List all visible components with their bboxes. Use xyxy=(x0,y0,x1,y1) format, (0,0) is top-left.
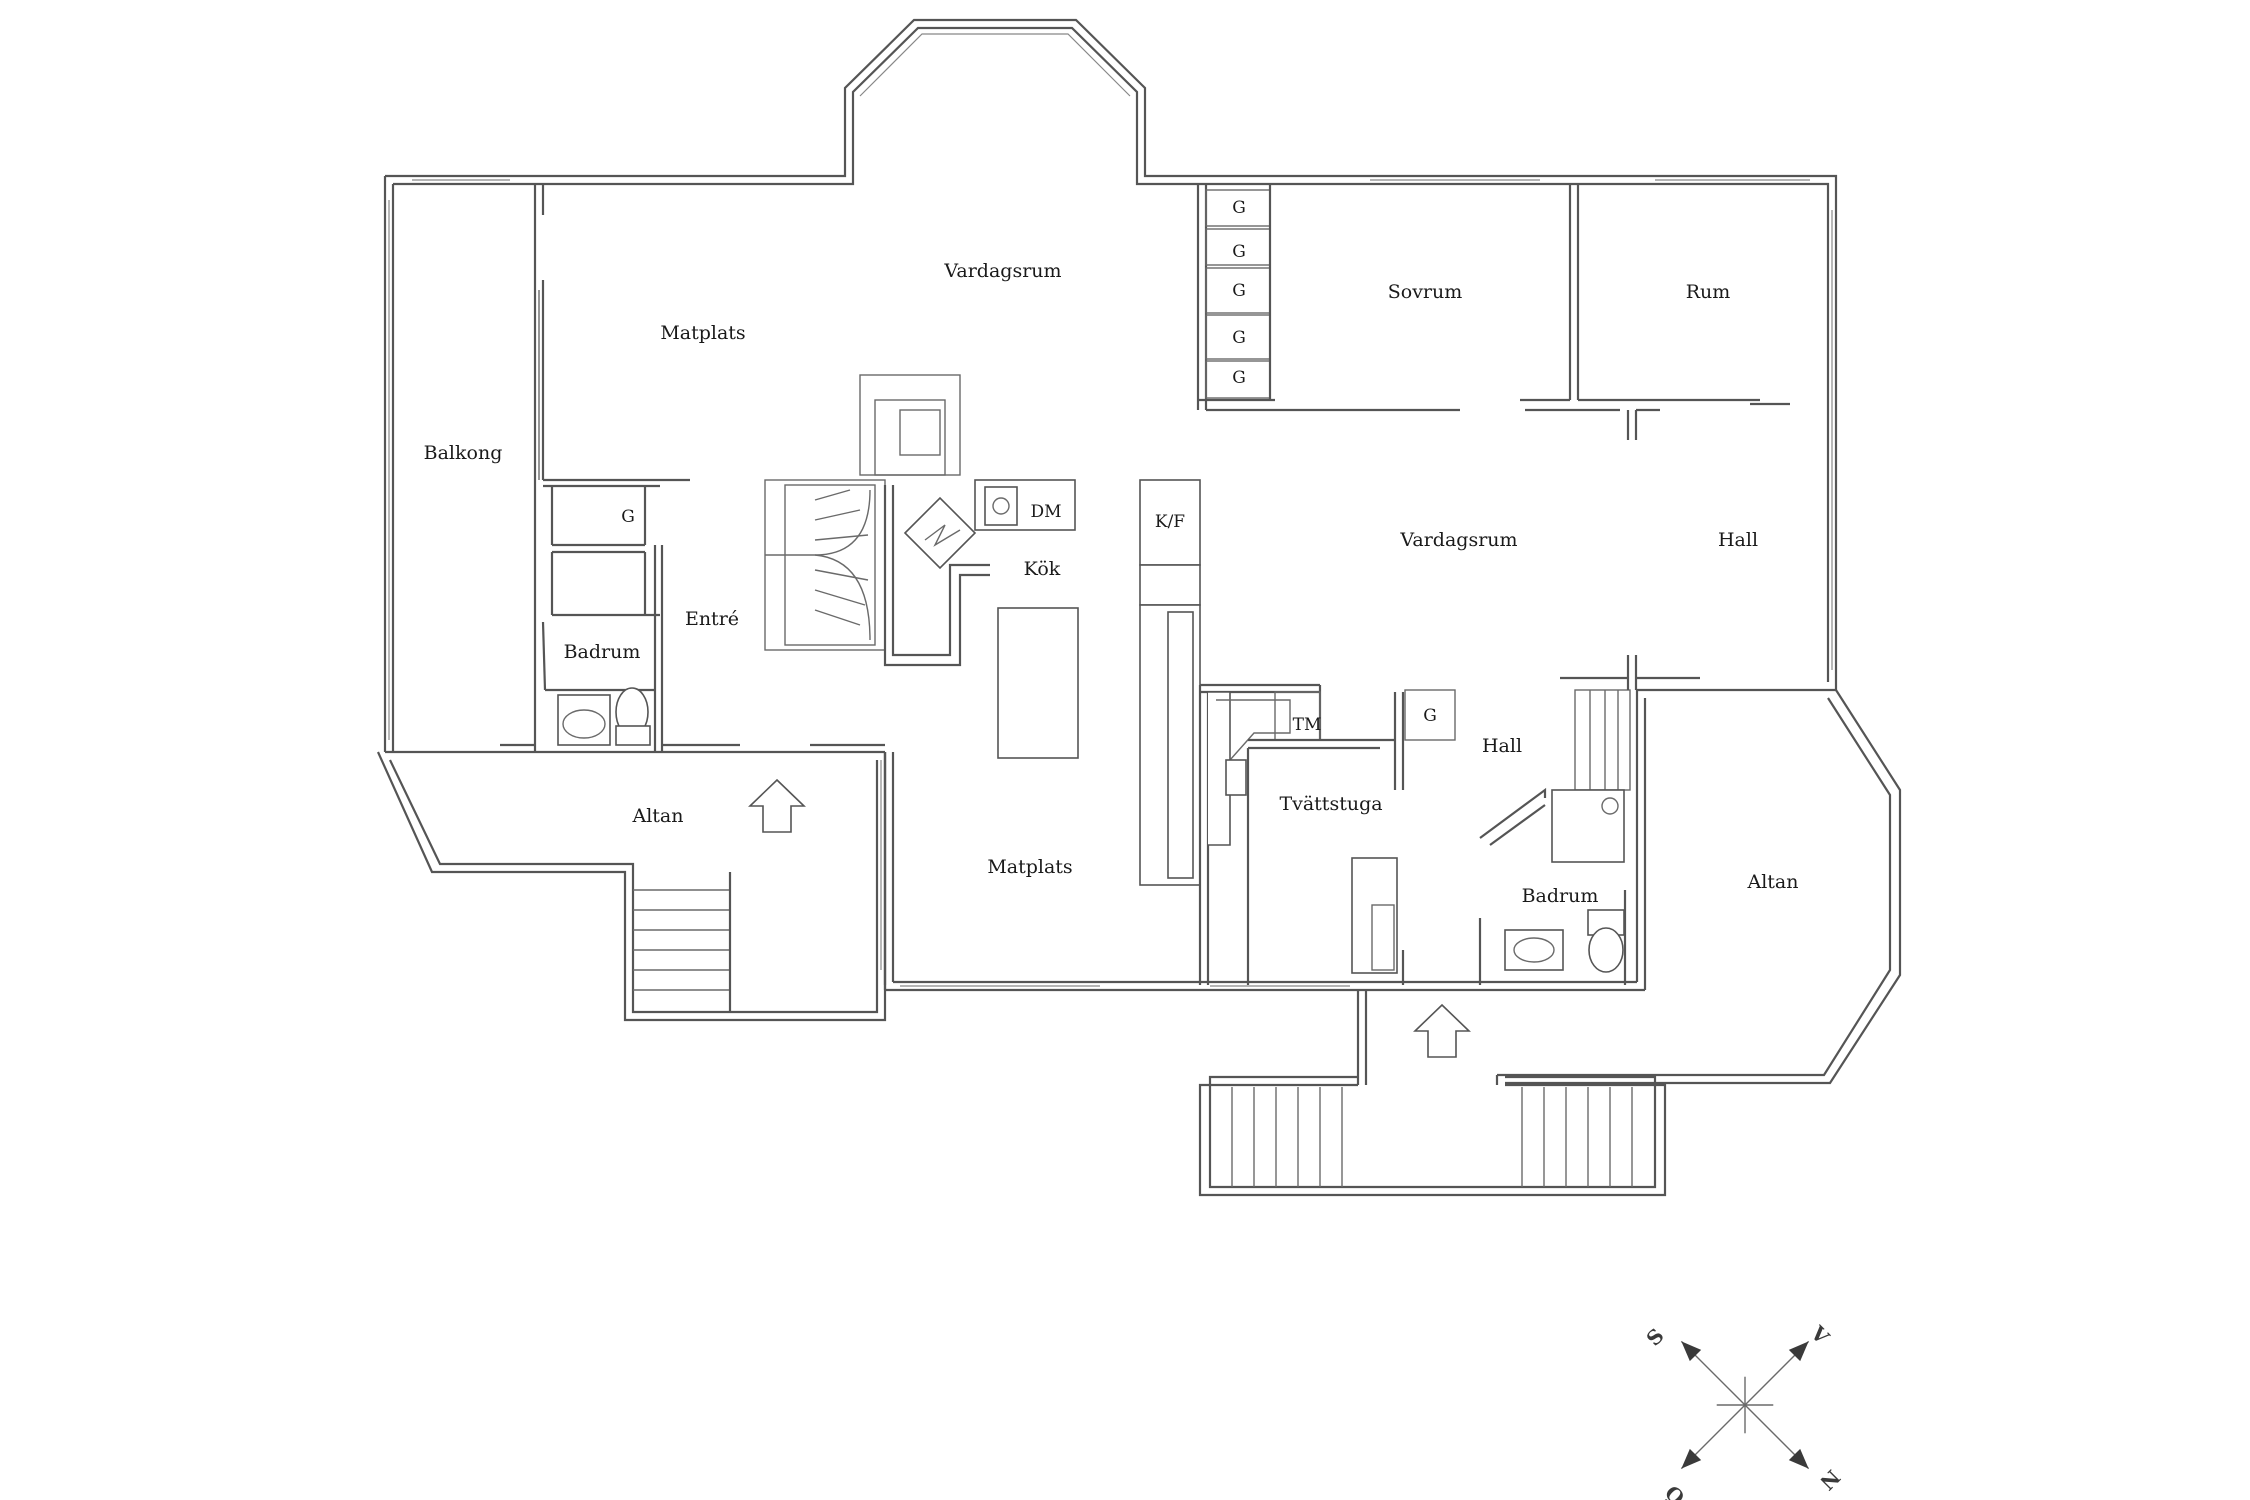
left-badrum-fixtures xyxy=(557,687,651,746)
label-matplats-upper: Matplats xyxy=(660,322,745,344)
front-steps xyxy=(633,872,1667,1197)
label-dryer: TM xyxy=(1293,715,1322,735)
label-vardagsrum-upper: Vardagsrum xyxy=(943,260,1061,282)
label-badrum-left: Badrum xyxy=(564,641,641,663)
compass-arrow-east xyxy=(1788,1448,1809,1469)
entrance-arrow-left xyxy=(748,778,806,833)
windows xyxy=(388,179,1833,987)
compass-letter-west: V xyxy=(1805,1320,1834,1349)
outer-walls xyxy=(376,18,1902,1085)
kitchen-island xyxy=(997,607,1079,759)
label-dishwasher: DM xyxy=(1030,502,1061,522)
label-tvattstuga: Tvättstuga xyxy=(1279,793,1382,815)
compass-rose xyxy=(1680,1340,1810,1470)
label-hall-right: Hall xyxy=(1718,529,1758,551)
label-fridge-freezer: K/F xyxy=(1155,512,1185,532)
compass-letter-east: Ö xyxy=(1660,1480,1690,1500)
label-balkong: Balkong xyxy=(424,442,503,464)
compass-letters: S V Ö N xyxy=(1641,1320,1844,1500)
label-vardagsrum-mid: Vardagsrum xyxy=(1399,529,1517,551)
label-hall-mid: Hall xyxy=(1482,735,1522,757)
toilet-right xyxy=(1588,927,1624,973)
label-wardrobe-6: G xyxy=(621,507,635,527)
compass-letter-south: S xyxy=(1641,1323,1668,1350)
compass-arrow-north xyxy=(1788,1341,1809,1362)
compass-letter-north: N xyxy=(1815,1465,1845,1495)
sink xyxy=(984,486,1018,526)
room-labels: Vardagsrum Matplats Balkong Entré Badrum… xyxy=(424,260,1799,907)
compass-arrow-south xyxy=(1681,1448,1702,1469)
fixture-labels: G G G G G G G DM K/F TM xyxy=(621,198,1437,735)
label-matplats-lower: Matplats xyxy=(987,856,1072,878)
stove xyxy=(903,496,977,570)
label-wardrobe-7: G xyxy=(1423,706,1437,726)
label-wardrobe-4: G xyxy=(1232,328,1246,348)
label-altan-left: Altan xyxy=(632,805,684,827)
shower xyxy=(1551,789,1625,863)
compass-arrow-west xyxy=(1681,1341,1702,1362)
entrance-arrow-right xyxy=(1413,1003,1471,1058)
label-entre: Entré xyxy=(685,608,739,630)
label-rum: Rum xyxy=(1686,281,1731,303)
label-wardrobe-2: G xyxy=(1232,242,1246,262)
label-badrum-right: Badrum xyxy=(1522,885,1599,907)
label-wardrobe-5: G xyxy=(1232,368,1246,388)
label-altan-right: Altan xyxy=(1747,871,1799,893)
label-wardrobe-1: G xyxy=(1232,198,1246,218)
label-wardrobe-3: G xyxy=(1232,281,1246,301)
interior-walls xyxy=(500,184,1790,985)
label-kok: Kök xyxy=(1024,558,1061,580)
label-sovrum: Sovrum xyxy=(1388,281,1463,303)
